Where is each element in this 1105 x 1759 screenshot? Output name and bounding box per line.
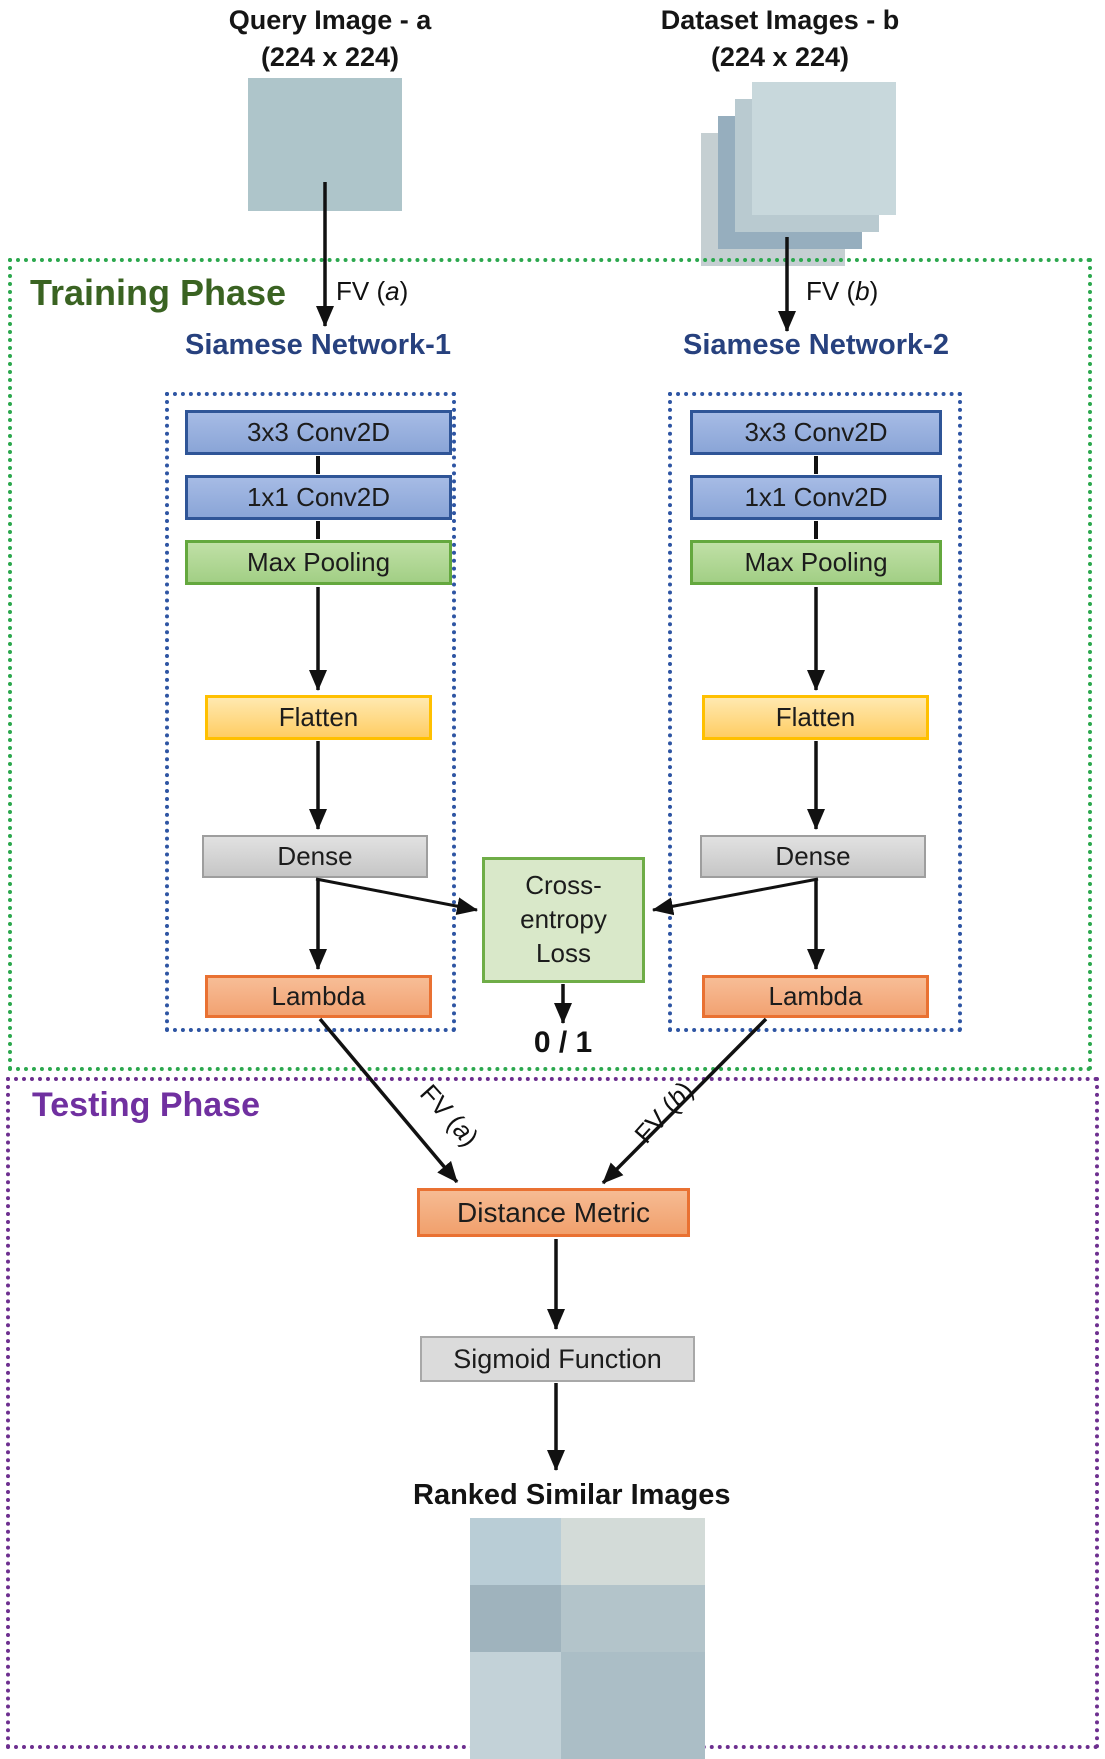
fv-b-label-top: FV (b): [806, 276, 878, 307]
testing-phase-label: Testing Phase: [32, 1086, 260, 1124]
dataset-images-size: (224 x 224): [710, 42, 850, 72]
net1-dense-box: Dense: [202, 835, 428, 878]
distance-metric-box: Distance Metric: [417, 1188, 690, 1237]
net1-conv1x1-box: 1x1 Conv2D: [185, 475, 452, 520]
fv-b-pre: FV (: [806, 276, 856, 306]
net1-maxpool-box: Max Pooling: [185, 540, 452, 585]
fv-a-var: a: [385, 276, 400, 306]
siamese-network-2-title: Siamese Network-2: [683, 329, 949, 361]
fv-a-pre: FV (: [336, 276, 386, 306]
net2-conv1x1-box: 1x1 Conv2D: [690, 475, 942, 520]
siamese-network-1-title: Siamese Network-1: [185, 329, 451, 361]
query-image-size: (224 x 224): [260, 42, 400, 72]
net2-flatten-box: Flatten: [702, 695, 929, 740]
net1-conv3x3-box: 3x3 Conv2D: [185, 410, 452, 455]
sigmoid-function-box: Sigmoid Function: [420, 1336, 695, 1382]
dataset-images-header: Dataset Images - b (224 x 224): [630, 2, 930, 76]
loss-line-1: Cross-: [525, 870, 602, 901]
net2-dense-box: Dense: [700, 835, 926, 878]
net1-flatten-box: Flatten: [205, 695, 432, 740]
net2-maxpool-box: Max Pooling: [690, 540, 942, 585]
dataset-thumbnail-1: [752, 82, 896, 215]
training-phase-label: Training Phase: [30, 272, 287, 313]
query-image-thumbnail: [248, 78, 402, 211]
ranked-similar-images-title: Ranked Similar Images: [413, 1479, 731, 1511]
cross-entropy-loss-box: Cross- entropy Loss: [482, 857, 645, 983]
fv-a-post: ): [399, 276, 409, 306]
query-image-title: Query Image - a: [228, 5, 432, 35]
loss-line-3: Loss: [536, 937, 591, 968]
net2-conv3x3-box: 3x3 Conv2D: [690, 410, 942, 455]
dataset-images-title: Dataset Images - b: [660, 5, 900, 35]
training-phase-box: [8, 258, 1092, 1071]
loss-output-label: 0 / 1: [533, 1026, 593, 1059]
loss-line-2: entropy: [520, 904, 607, 935]
net2-lambda-box: Lambda: [702, 975, 929, 1018]
fv-b-post: ): [869, 276, 879, 306]
siamese-network-1-frame: [165, 392, 456, 1032]
ranked-thumbnail-6: [561, 1652, 705, 1759]
fv-b-var: b: [855, 276, 870, 306]
net1-lambda-box: Lambda: [205, 975, 432, 1018]
query-image-header: Query Image - a (224 x 224): [180, 2, 480, 76]
siamese-network-2-frame: [668, 392, 962, 1032]
fv-a-label-top: FV (a): [336, 276, 408, 307]
